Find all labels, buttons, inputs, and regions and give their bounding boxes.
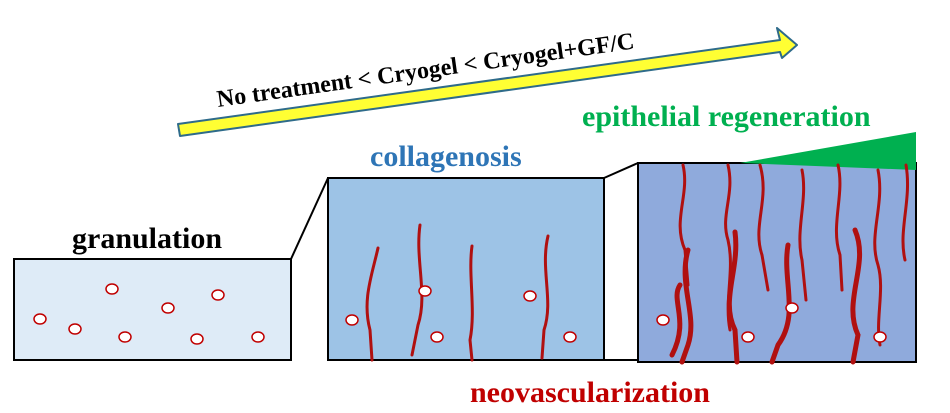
granulation-panel [13,258,292,361]
cell [523,290,537,302]
zoom-connectors [290,162,639,361]
cell [345,314,359,326]
epithelial-label: epithelial regeneration [582,100,871,133]
vessel-thick [669,282,683,358]
vessel [540,234,550,360]
cell [118,331,132,343]
vessel [901,163,910,262]
cell [418,285,432,297]
vessel-thick [726,229,740,365]
collagenosis-vessels [365,223,550,362]
epithelial-cells [656,302,887,343]
cell [33,313,47,325]
cell [190,333,204,345]
cell [563,331,577,343]
cell [161,302,175,314]
cell [785,302,799,314]
cell [873,331,887,343]
collagenosis-panel [327,177,605,362]
cell [430,331,444,343]
vessel [410,223,424,357]
connector-line-1 [290,177,329,260]
vessel-thick [769,242,792,365]
cell [68,323,82,335]
epithelial-vessels [669,163,910,365]
cell [741,331,755,343]
vessel [365,246,380,362]
collagenosis-cells [345,285,577,343]
vessel [834,163,844,292]
vessel [757,163,770,292]
vessel [678,163,690,287]
vessel-thick [679,247,694,365]
vessel [468,244,474,362]
granulation-box [13,258,292,361]
collagenosis-label: collagenosis [370,140,522,173]
cell [656,314,670,326]
cell [211,289,225,301]
cell [251,331,265,343]
epithelium-wedge [740,132,916,170]
vessel [798,168,808,302]
granulation-label: granulation [72,222,222,255]
epithelial-panel [637,132,917,365]
cell [105,283,119,295]
vessel-thick [850,227,863,365]
granulation-cells [33,283,265,345]
connector-line-3 [603,162,639,179]
vessel [873,168,883,347]
trend-arrow-shape [177,27,798,137]
neovascularization-label: neovascularization [470,376,710,409]
